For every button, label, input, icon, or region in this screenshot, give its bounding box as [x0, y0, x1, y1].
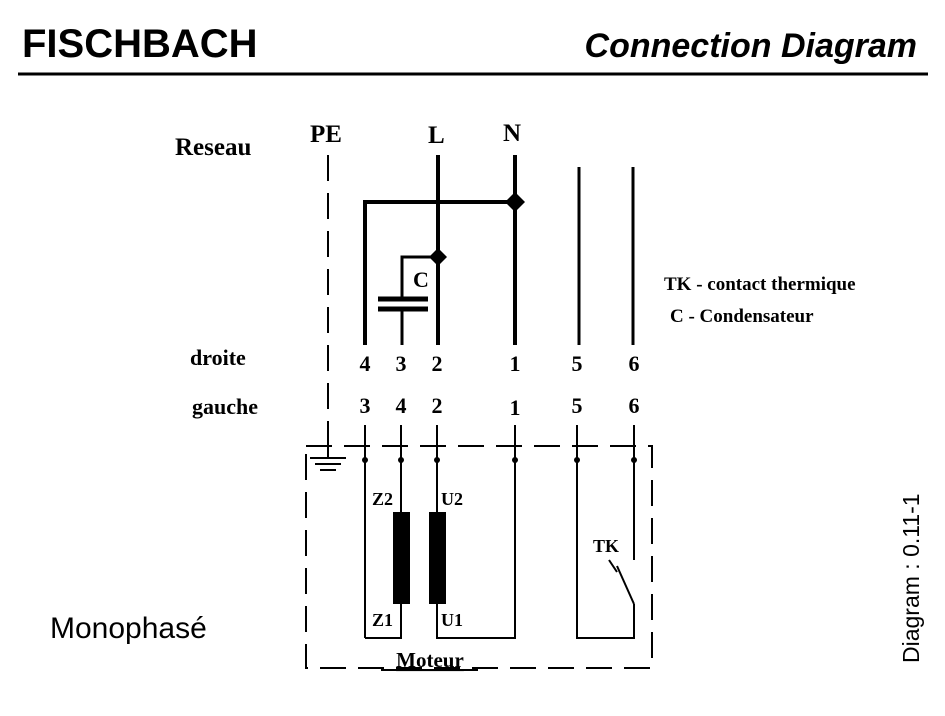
right-terminal-numbers: 4 3 2 1 5 6 [360, 351, 640, 376]
left-terminal-number: 6 [629, 393, 640, 418]
legend-c: C - Condensateur [670, 306, 814, 327]
diagram-id-label: Diagram : 0.11-1 [898, 493, 924, 663]
terminal-leads [364, 425, 635, 460]
right-rotation-label: droite [190, 345, 246, 370]
right-terminal-number: 1 [510, 351, 521, 376]
junction-n [505, 192, 525, 212]
tk-loop [576, 460, 635, 639]
motor-label: Moteur [396, 648, 464, 672]
z1-label: Z1 [372, 610, 393, 630]
legend-tk: TK - contact thermique [664, 274, 856, 295]
winding-z-coil [393, 512, 410, 604]
tk-switch-blade [616, 565, 635, 605]
left-terminal-numbers: 3 4 2 1 5 6 [360, 393, 640, 420]
brand-title: FISCHBACH [22, 22, 258, 66]
tk-label: TK [593, 536, 619, 556]
left-terminal-number: 3 [360, 393, 371, 418]
terminal-dots [362, 457, 637, 463]
n-label: N [503, 120, 521, 147]
tk-actuator [608, 559, 618, 573]
z2-label: Z2 [372, 489, 393, 509]
left-terminal-number: 1 [510, 395, 521, 420]
u2-label: U2 [441, 489, 463, 509]
winding-z-bottom-lead [365, 604, 402, 639]
right-terminal-number: 4 [360, 351, 371, 376]
right-terminal-number: 3 [396, 351, 407, 376]
diagram-type-title: Connection Diagram [585, 27, 917, 65]
right-terminal-number: 6 [629, 351, 640, 376]
right-terminal-number: 2 [432, 351, 443, 376]
left-terminal-number: 5 [572, 393, 583, 418]
capacitor-label: C [413, 267, 429, 292]
u1-label: U1 [441, 610, 463, 630]
ground-icon [310, 445, 346, 471]
pe-label: PE [310, 121, 342, 148]
left-rotation-label: gauche [192, 394, 258, 419]
junction-l [429, 248, 447, 266]
network-label: Reseau [175, 134, 251, 161]
capacitor-top-lead [400, 255, 438, 299]
bridge-to-n [363, 200, 515, 345]
motor-enclosure [305, 445, 653, 669]
left-terminal-number: 4 [396, 393, 407, 418]
phase-label: Monophasé [50, 612, 207, 645]
left-terminal-number: 2 [432, 393, 443, 418]
winding-u-bottom-lead [436, 460, 516, 639]
right-terminal-number: 5 [572, 351, 583, 376]
winding-u-coil [429, 512, 446, 604]
l-label: L [428, 122, 445, 149]
